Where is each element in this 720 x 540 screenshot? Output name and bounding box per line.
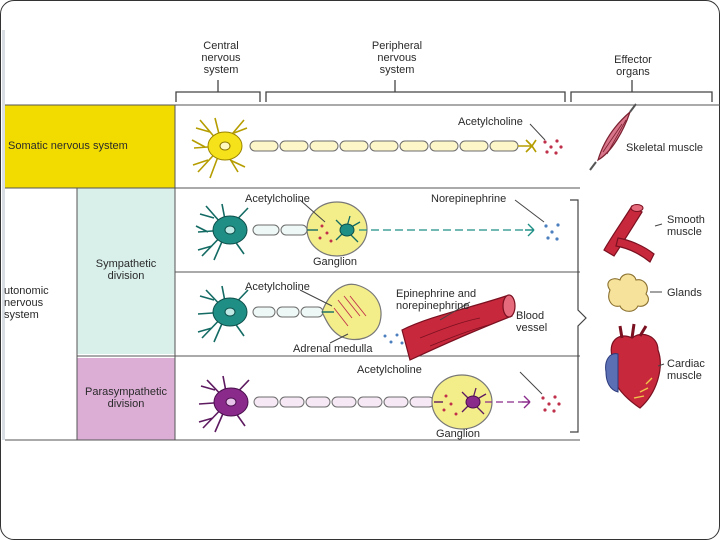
sympathetic-axon-terminal (525, 223, 535, 237)
hormones-leader (439, 301, 471, 321)
parasympathetic-axon-terminal (522, 395, 531, 409)
hormone-dots (383, 333, 404, 345)
adrenal-acetylcholine-label: Acetylcholine (245, 281, 310, 293)
parasympathetic-ganglion-label: Ganglion (436, 428, 481, 440)
somatic-axon (249, 140, 519, 152)
parasympathetic-acetylcholine-dots (541, 395, 561, 413)
norepinephrine-label: Norepinephrine (431, 193, 507, 205)
blood-vessel-illustration (401, 294, 516, 361)
somatic-acetylcholine-label: Acetylcholine (458, 116, 523, 128)
sympathetic-acetylcholine-label: Acetylcholine (245, 193, 310, 205)
adrenal-acetylcholine-leader (299, 289, 333, 307)
adrenal-medulla-leader (329, 333, 349, 344)
header-brackets (175, 80, 713, 102)
adrenal-medulla-label: Adrenal medulla (293, 343, 373, 355)
skeletal-muscle-illustration (589, 103, 637, 171)
adrenal-medulla-gland (321, 283, 382, 341)
sympathetic-ganglion-label: Ganglion (313, 256, 358, 268)
left-margin-strip (2, 30, 5, 440)
somatic-acetylcholine-leader (529, 123, 546, 141)
norepinephrine-leader (514, 199, 545, 223)
sympathetic-acetylcholine-leader (299, 199, 326, 223)
somatic-band (5, 105, 175, 188)
somatic-motor-neuron (191, 117, 248, 179)
norepinephrine-dots (544, 223, 560, 241)
sympathetic-preganglionic-neuron (195, 203, 249, 261)
smooth-muscle-illustration (603, 204, 655, 263)
effector-leaders (650, 223, 665, 367)
somatic-axon-terminal (518, 139, 537, 153)
table-lines (5, 104, 720, 441)
parasympathetic-acetylcholine-label: Acetylcholine (357, 364, 422, 376)
parasympathetic-ganglion (431, 374, 493, 430)
skeletal-muscle-label: Skeletal muscle (626, 142, 704, 154)
sympathetic-preganglionic-axon (252, 224, 308, 236)
effector-bracket (570, 199, 587, 433)
parasympathetic-preganglionic-neuron (198, 375, 250, 433)
sympathetic-band (77, 188, 175, 354)
parasympathetic-band (77, 358, 175, 440)
adrenal-preganglionic-neuron (197, 285, 249, 343)
heart-illustration (605, 323, 661, 409)
somatic-nervous-system-label: Somatic nervous system (8, 140, 128, 152)
adrenal-preganglionic-axon (252, 306, 324, 318)
glands-illustration (607, 273, 649, 312)
glands-label: Glands (667, 287, 702, 299)
sympathetic-ganglion (306, 201, 368, 257)
parasympathetic-acetylcholine-leader (519, 371, 543, 395)
somatic-acetylcholine-dots (543, 139, 563, 155)
parasympathetic-preganglionic-axon (253, 396, 435, 408)
